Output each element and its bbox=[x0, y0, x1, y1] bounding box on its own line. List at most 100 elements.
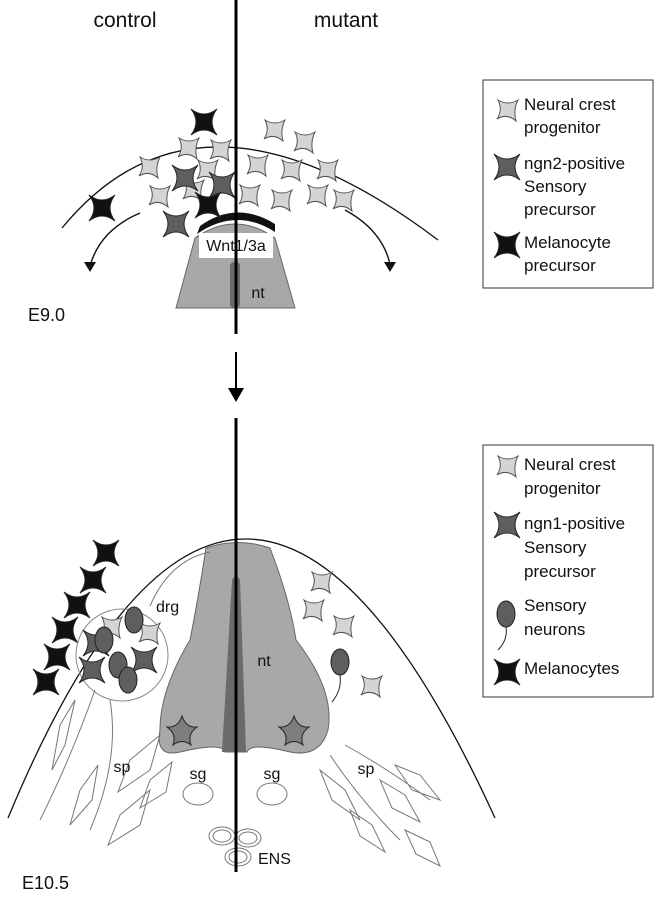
progenitor-cell bbox=[332, 615, 355, 638]
melanocyte-cell bbox=[43, 643, 71, 671]
melanocyte-cell bbox=[51, 616, 79, 644]
legend-bottom-item-1-line-1: Neural crest bbox=[524, 455, 616, 474]
legend-bottom: Neural crest progenitor ngn1-positive Se… bbox=[482, 444, 654, 698]
progenitor-cell bbox=[148, 185, 171, 208]
legend-top-item-2-line-3: precursor bbox=[524, 200, 596, 219]
ens-cell bbox=[238, 831, 258, 845]
embryo-outline-bottom bbox=[7, 538, 496, 819]
panel-e9: Wnt1/3a nt bbox=[28, 108, 439, 325]
spindle-cell bbox=[403, 828, 441, 868]
legend-top: Neural crest progenitor ngn2-positive Se… bbox=[482, 79, 654, 289]
arrow-head-right bbox=[384, 262, 396, 272]
header-mutant: mutant bbox=[314, 9, 378, 32]
nerve-fiber bbox=[89, 699, 113, 831]
sensory-precursor-cell bbox=[78, 656, 106, 684]
stage-label-top: E9.0 bbox=[28, 305, 65, 325]
progenitor-cell bbox=[280, 159, 303, 182]
legend-bottom-item-2-line-1: ngn1-positive bbox=[524, 514, 625, 533]
tube-label-top: nt bbox=[251, 285, 265, 302]
progenitor-cell bbox=[177, 137, 200, 160]
panel-e10: nt drg bbox=[7, 538, 496, 893]
legend-bottom-item-2-line-2: Sensory bbox=[524, 538, 587, 557]
sensory-neuron-cell bbox=[330, 648, 350, 676]
spindle-cell bbox=[116, 733, 161, 794]
spindle-cell bbox=[139, 760, 173, 810]
melanocytes-bottom bbox=[32, 539, 120, 696]
drg-label: drg bbox=[156, 599, 179, 616]
stage-transition-arrow-head bbox=[228, 388, 244, 402]
progenitor-cell bbox=[332, 189, 355, 212]
sympathetic-precursors bbox=[39, 689, 442, 868]
ens-cell bbox=[228, 850, 248, 864]
melanocyte-cell bbox=[63, 591, 91, 619]
sg-label-left: sg bbox=[190, 766, 207, 783]
sp-label-right: sp bbox=[358, 761, 375, 778]
legend-top-item-1-line-1: Neural crest bbox=[524, 95, 616, 114]
progenitor-cell bbox=[306, 184, 329, 207]
legend-top-item-3-line-1: Melanocyte bbox=[524, 233, 611, 252]
sensory-neuron-icon-axon bbox=[497, 626, 507, 651]
sg-label-right: sg bbox=[264, 766, 281, 783]
control-cells-top bbox=[88, 108, 236, 238]
arrow-head-left bbox=[84, 262, 96, 272]
legend-top-item-2-line-1: ngn2-positive bbox=[524, 154, 625, 173]
progenitor-cell bbox=[270, 189, 293, 212]
progenitor-cell bbox=[238, 184, 261, 207]
sp-label-left: sp bbox=[114, 759, 131, 776]
legend-top-item-3-line-2: precursor bbox=[524, 256, 596, 275]
tube-lumen-bottom bbox=[222, 576, 246, 752]
progenitor-cell bbox=[138, 156, 161, 179]
progenitor-cell bbox=[293, 131, 316, 154]
melanocyte-precursor-cell bbox=[88, 194, 116, 222]
progenitor-cell bbox=[310, 571, 333, 594]
sensory-precursor-cell bbox=[162, 210, 190, 238]
sensory-neuron-cell bbox=[124, 606, 144, 634]
ens-label: ENS bbox=[258, 851, 291, 868]
progenitor-cell bbox=[316, 159, 339, 182]
spindle-cell bbox=[318, 768, 361, 821]
sensory-precursor-cell bbox=[208, 171, 236, 199]
melanocyte-precursor-cell bbox=[190, 108, 218, 136]
drg-ganglion: drg bbox=[75, 551, 211, 702]
migration-arrow-left bbox=[89, 212, 141, 267]
progenitor-cell bbox=[360, 675, 383, 698]
spindle-cell bbox=[69, 764, 99, 826]
legend-bottom-item-1-line-2: progenitor bbox=[524, 479, 601, 498]
legend-bottom-item-2-line-3: precursor bbox=[524, 562, 596, 581]
mutant-cells-top bbox=[238, 119, 355, 212]
nerve-fiber bbox=[39, 689, 96, 821]
sensory-precursor-cell bbox=[130, 646, 158, 674]
ens-cell bbox=[224, 847, 252, 867]
progenitor-cell bbox=[209, 139, 232, 162]
spindle-cell bbox=[51, 699, 76, 771]
legend-bottom-item-4-line-1: Melanocytes bbox=[524, 659, 619, 678]
progenitor-cell bbox=[263, 119, 286, 142]
neural-tube-bottom bbox=[158, 542, 330, 754]
spindle-cell bbox=[378, 778, 422, 824]
sympathetic-ganglion-right bbox=[256, 782, 288, 806]
progenitor-cell bbox=[246, 154, 269, 177]
spindle-cell bbox=[348, 808, 387, 854]
spindle-cell bbox=[106, 788, 151, 847]
sensory-precursor-cell bbox=[171, 164, 199, 192]
sensory-neuron-cell bbox=[94, 626, 114, 654]
melanocyte-cell bbox=[79, 566, 107, 594]
drg-outline bbox=[75, 608, 169, 702]
legend-bottom-item-3-line-2: neurons bbox=[524, 620, 585, 639]
sensory-neuron-cell bbox=[118, 666, 138, 694]
mutant-cells-bottom bbox=[302, 571, 383, 703]
neuron-axon bbox=[331, 674, 341, 703]
legend-bottom-box bbox=[482, 444, 654, 698]
legend-bottom-item-3-line-1: Sensory bbox=[524, 596, 587, 615]
tube-label-bottom: nt bbox=[257, 653, 271, 670]
melanocyte-precursor-cell bbox=[194, 191, 222, 219]
melanocyte-cell bbox=[32, 668, 60, 696]
legend-top-item-1-line-2: progenitor bbox=[524, 118, 601, 137]
spindle-cell bbox=[393, 763, 442, 802]
legend-top-item-2-line-2: Sensory bbox=[524, 177, 587, 196]
progenitor-cell bbox=[302, 599, 325, 622]
migration-arrow-right bbox=[344, 209, 391, 265]
stage-label-bottom: E10.5 bbox=[22, 873, 69, 893]
header-control: control bbox=[93, 9, 156, 32]
